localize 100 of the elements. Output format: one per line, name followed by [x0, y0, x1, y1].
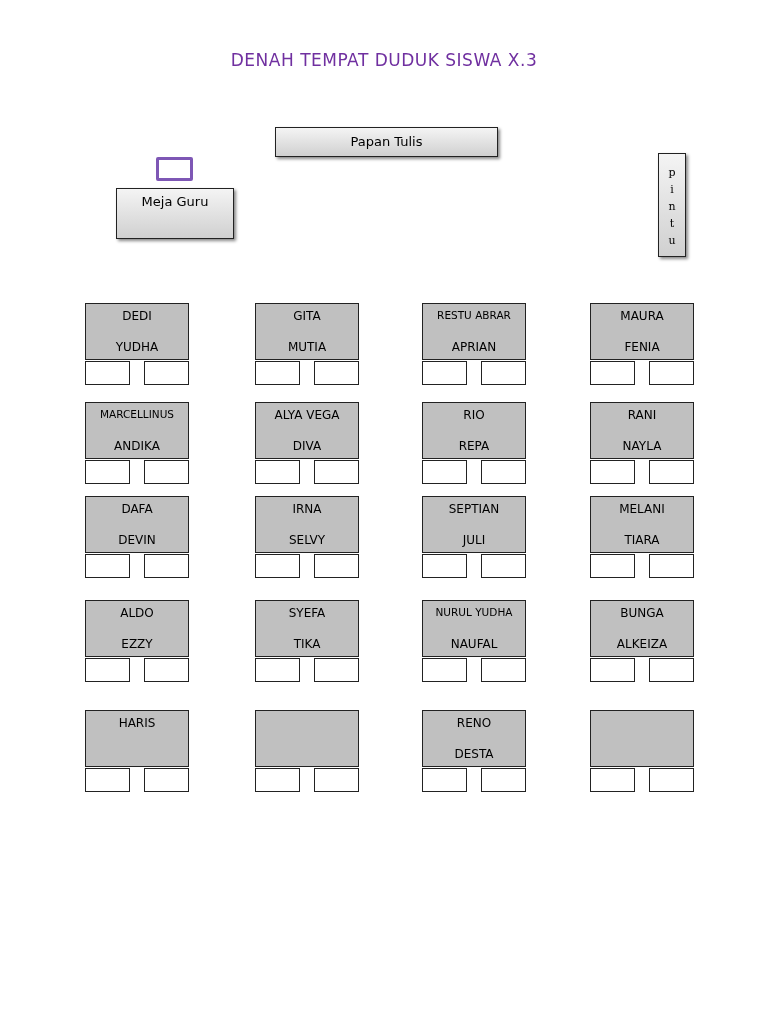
student-name: FENIA	[623, 340, 661, 354]
student-name: DAFA	[120, 502, 154, 516]
chair	[85, 361, 130, 385]
chair	[649, 460, 694, 484]
student-name: DIVA	[291, 439, 323, 453]
door-label: pintu	[668, 165, 676, 249]
chair	[590, 658, 635, 682]
chair	[649, 361, 694, 385]
student-desk	[590, 496, 694, 553]
student-name: NAYLA	[621, 439, 663, 453]
student-name: BUNGA	[619, 606, 665, 620]
student-name: MARCELLINUS	[99, 408, 175, 420]
student-desk	[422, 303, 526, 360]
student-desk	[255, 496, 359, 553]
chair	[649, 658, 694, 682]
chair	[255, 768, 300, 792]
student-name: ALDO	[119, 606, 155, 620]
student-name: MELANI	[618, 502, 666, 516]
title: DENAH TEMPAT DUDUK SISWA X.3	[229, 50, 539, 70]
teacher-chair	[156, 157, 193, 181]
chair	[481, 554, 526, 578]
student-name: HARIS	[117, 716, 157, 730]
student-desk	[422, 710, 526, 767]
student-name: IRNA	[291, 502, 323, 516]
student-desk	[590, 402, 694, 459]
chair	[255, 361, 300, 385]
chair	[144, 658, 189, 682]
student-name: YUDHA	[114, 340, 160, 354]
student-name: GITA	[292, 309, 322, 323]
student-name: DEVIN	[117, 533, 157, 547]
student-name: MUTIA	[286, 340, 328, 354]
student-desk	[422, 600, 526, 657]
student-name: MAURA	[619, 309, 665, 323]
student-name: SYEFA	[287, 606, 327, 620]
teacher-desk-label: Meja Guru	[140, 194, 210, 209]
chair	[314, 361, 359, 385]
student-name: APRIAN	[450, 340, 498, 354]
chair	[255, 554, 300, 578]
student-name: NAUFAL	[449, 637, 499, 651]
student-desk	[255, 600, 359, 657]
student-name: TIARA	[623, 533, 661, 547]
chair	[481, 460, 526, 484]
chair	[85, 554, 130, 578]
chair	[144, 768, 189, 792]
chair	[481, 768, 526, 792]
student-desk	[590, 600, 694, 657]
student-name: ALYA VEGA	[273, 408, 341, 422]
student-desk	[85, 600, 189, 657]
student-desk	[590, 303, 694, 360]
student-desk	[85, 402, 189, 459]
chair	[422, 460, 467, 484]
chair	[314, 658, 359, 682]
student-name: JULI	[461, 533, 487, 547]
student-name: RIO	[462, 408, 486, 422]
chair	[314, 460, 359, 484]
chair	[481, 658, 526, 682]
chair	[144, 460, 189, 484]
student-name: EZZY	[120, 637, 154, 651]
chair	[422, 554, 467, 578]
chair	[314, 554, 359, 578]
student-name: RANI	[626, 408, 658, 422]
student-name: ALKEIZA	[615, 637, 669, 651]
student-desk	[422, 402, 526, 459]
student-name: TIKA	[292, 637, 322, 651]
student-name: DESTA	[453, 747, 495, 761]
student-name: RENO	[455, 716, 493, 730]
student-desk	[85, 710, 189, 767]
student-name: NURUL YUDHA	[434, 606, 514, 618]
student-desk	[255, 402, 359, 459]
chair	[144, 554, 189, 578]
student-name: DEDI	[121, 309, 153, 323]
whiteboard	[275, 127, 498, 157]
teacher-desk	[116, 188, 234, 239]
student-name: RESTU ABRAR	[436, 309, 512, 321]
chair	[255, 460, 300, 484]
chair	[85, 460, 130, 484]
chair	[590, 460, 635, 484]
student-desk	[255, 303, 359, 360]
chair	[590, 554, 635, 578]
chair	[422, 658, 467, 682]
chair	[649, 768, 694, 792]
student-desk	[85, 496, 189, 553]
student-name: SELVY	[287, 533, 327, 547]
student-desk	[422, 496, 526, 553]
chair	[422, 768, 467, 792]
chair	[314, 768, 359, 792]
student-desk	[255, 710, 359, 767]
student-desk	[85, 303, 189, 360]
student-name: REPA	[457, 439, 491, 453]
chair	[590, 768, 635, 792]
chair	[590, 361, 635, 385]
chair	[144, 361, 189, 385]
chair	[422, 361, 467, 385]
chair	[481, 361, 526, 385]
student-desk	[590, 710, 694, 767]
student-name: ANDIKA	[113, 439, 161, 453]
chair	[85, 768, 130, 792]
whiteboard-label: Papan Tulis	[350, 134, 423, 149]
door	[658, 153, 686, 257]
student-name: SEPTIAN	[447, 502, 501, 516]
